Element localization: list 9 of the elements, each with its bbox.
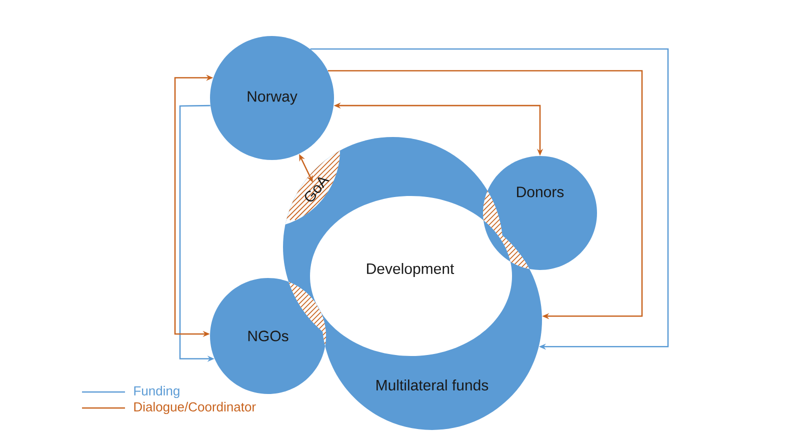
- node-label: Multilateral funds: [376, 379, 488, 390]
- arrow: [310, 48, 669, 350]
- circle-node: Norway: [210, 36, 334, 160]
- circle-node: NGOs: [210, 278, 326, 394]
- arrow: [328, 70, 643, 320]
- legend-label: Dialogue/Coordinator: [134, 402, 256, 414]
- legend-label: Funding: [134, 386, 180, 398]
- circle-node: Donors: [483, 156, 597, 270]
- node-label: GoA: [304, 177, 330, 202]
